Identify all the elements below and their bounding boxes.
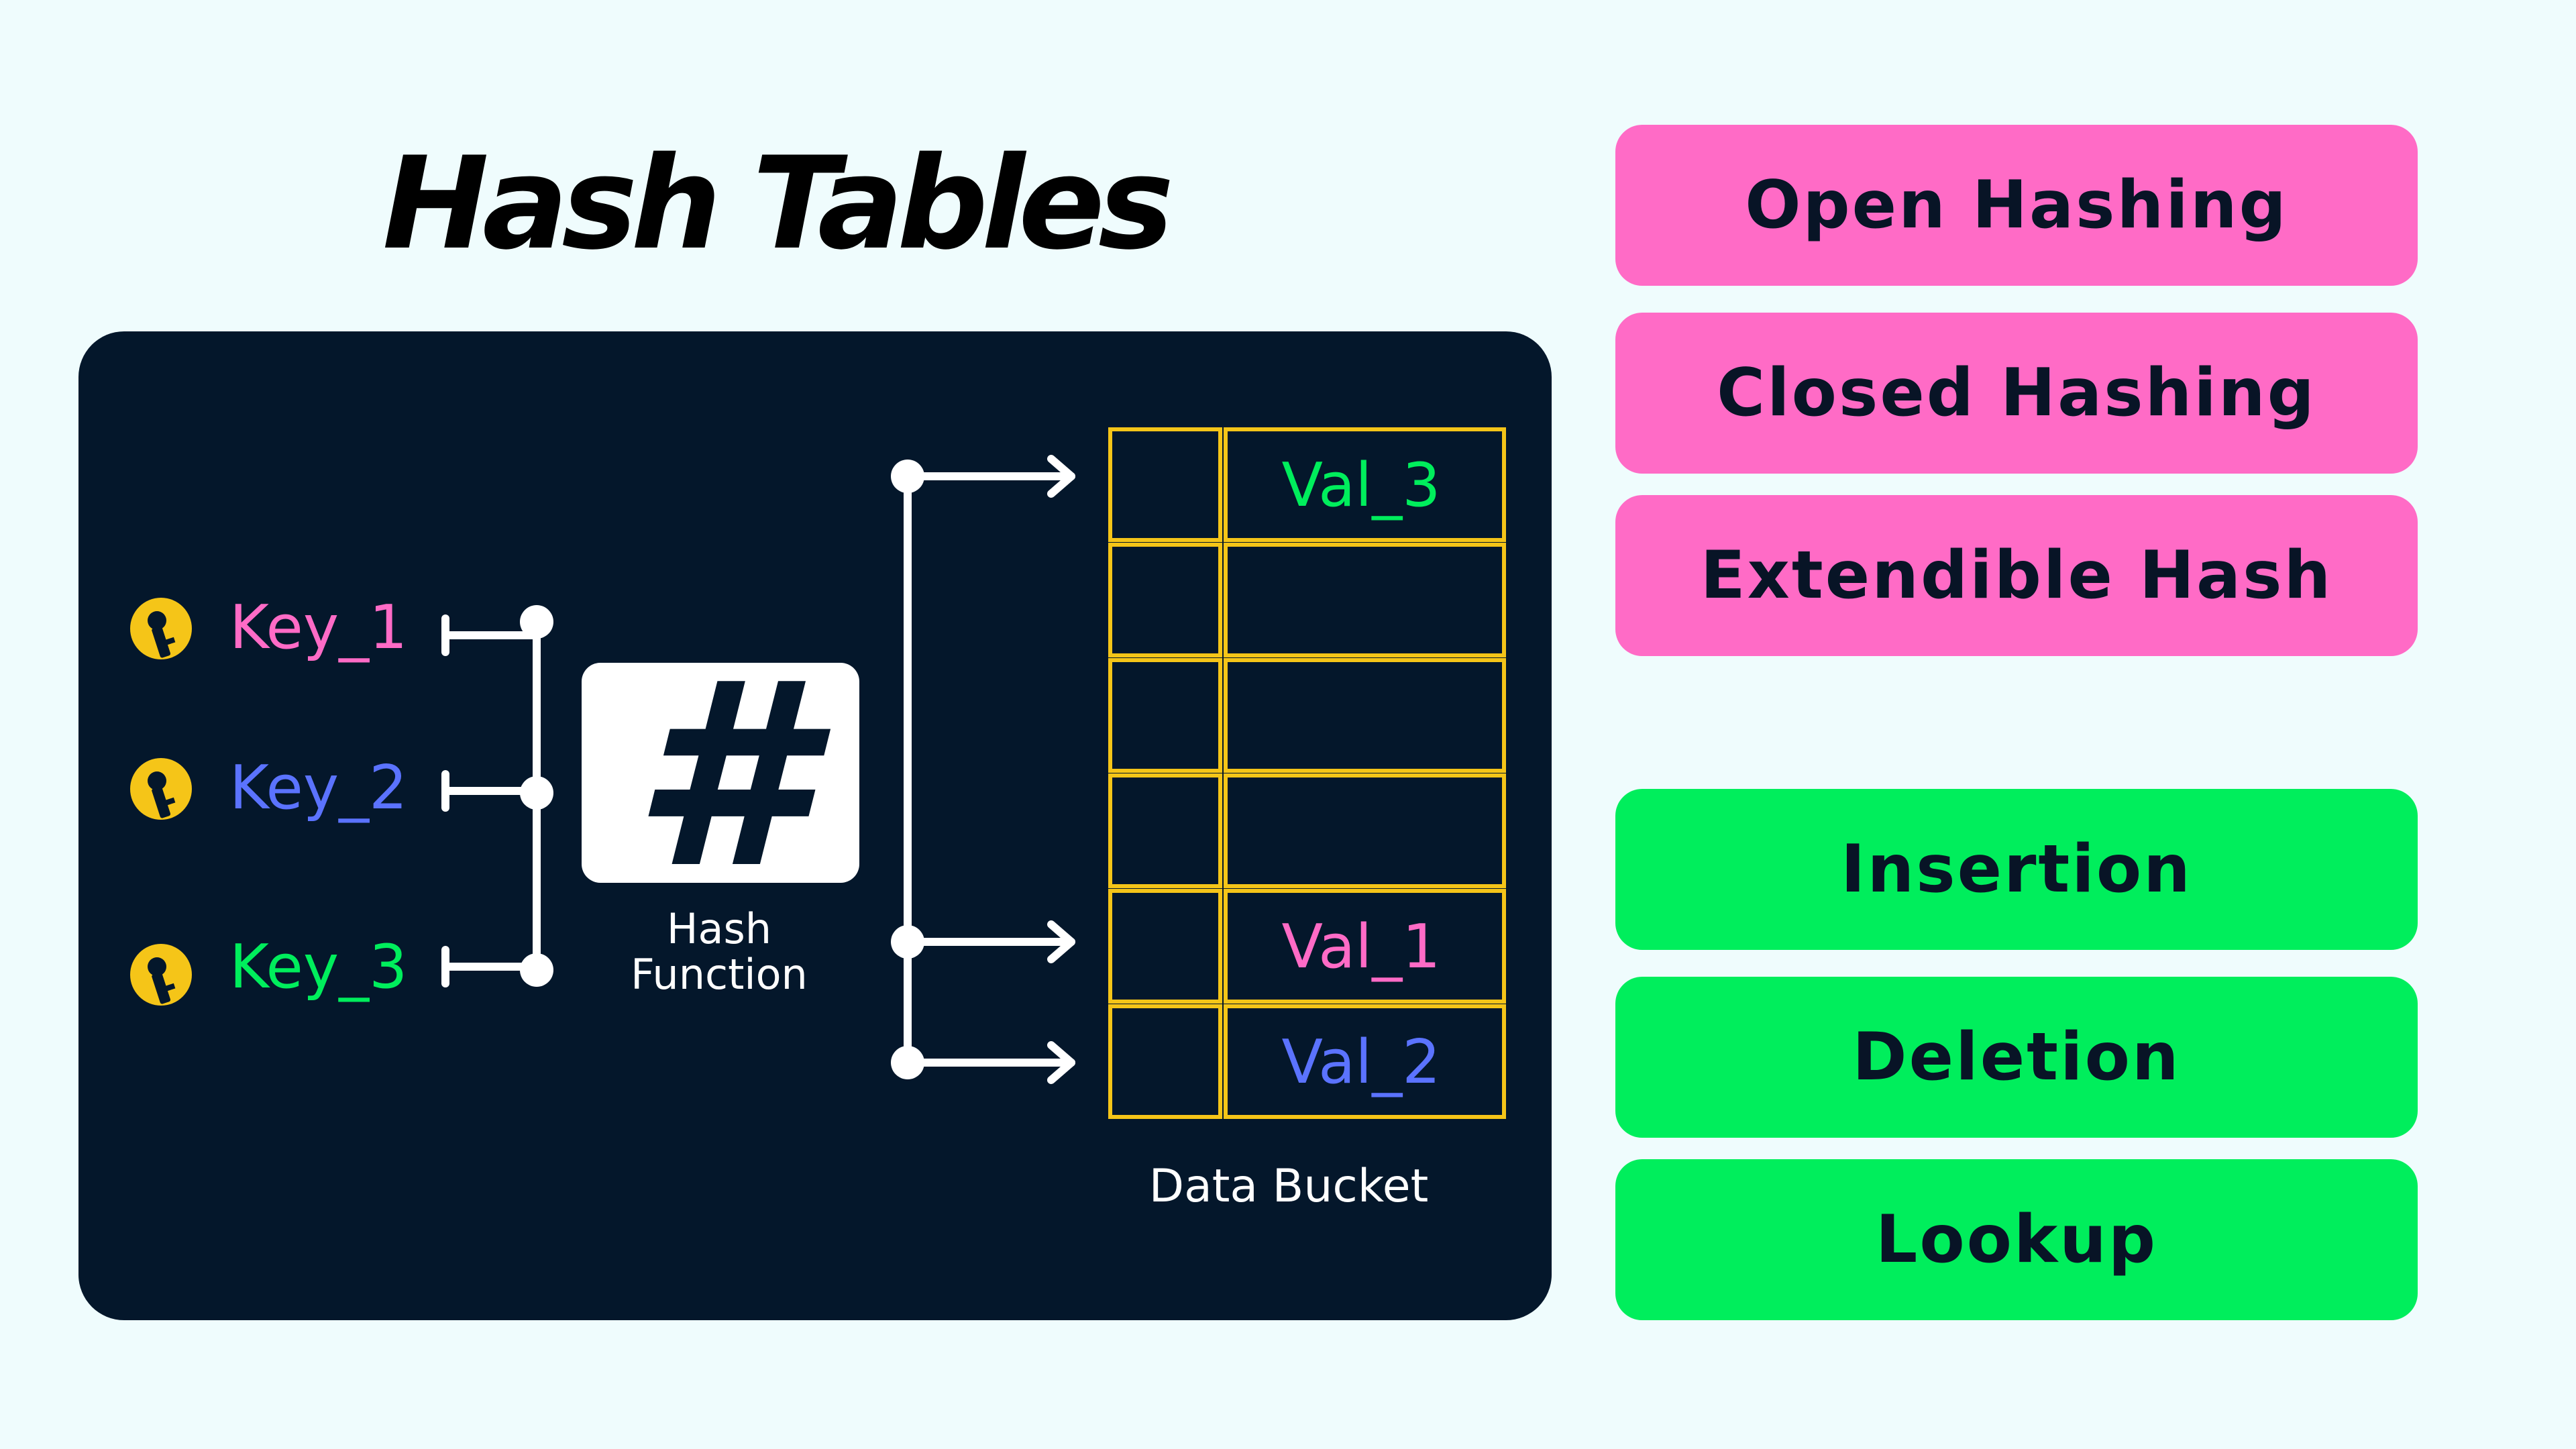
bucket-value-cell [1224,658,1506,773]
bucket-value: Val_2 [1282,1027,1441,1097]
key-1-label: Key_1 [229,592,407,663]
key-2-label: Key_2 [229,753,407,823]
insertion-card: Insertion [1615,789,2418,950]
deletion-label: Deletion [1852,1019,2181,1095]
lookup-label: Lookup [1875,1201,2158,1278]
bucket-value: Val_1 [1282,912,1441,982]
extendible-hash-card: Extendible Hash [1615,495,2418,656]
data-bucket-table [1108,427,1506,1119]
closed-hashing-card: Closed Hashing [1615,313,2418,474]
hash-symbol-icon: # [632,627,831,924]
extendible-hash-label: Extendible Hash [1700,537,2333,614]
bucket-index-cell [1108,773,1222,888]
bucket-index-cell [1108,1004,1222,1119]
bucket-index-cell [1108,658,1222,773]
open-hashing-label: Open Hashing [1745,167,2288,244]
bucket-value-cell [1224,1004,1506,1119]
data-bucket-label: Data Bucket [1149,1160,1429,1213]
key-icon [130,598,192,659]
bucket-index-cell [1108,543,1222,657]
hash-label-line1: Hash [667,904,771,953]
bucket-value-cell [1224,427,1506,542]
bucket-index-cell [1108,889,1222,1004]
key-icon [130,758,192,820]
connector-dots [520,605,553,987]
key-icon [130,944,192,1006]
key-3-label: Key_3 [229,932,407,1002]
hash-label-line2: Function [631,950,808,999]
page-title: Hash Tables [382,129,1174,278]
closed-hashing-label: Closed Hashing [1717,355,2316,431]
hash-function-box [582,663,859,883]
bucket-value-cell [1224,773,1506,888]
bucket-index-cell [1108,427,1222,542]
bucket-value-cell [1224,543,1506,657]
insertion-label: Insertion [1841,831,2192,908]
deletion-card: Deletion [1615,977,2418,1138]
open-hashing-card: Open Hashing [1615,125,2418,286]
output-connectors [904,455,1075,1084]
bucket-value: Val_3 [1282,450,1441,521]
bucket-value-cell [1224,889,1506,1004]
hash-table-diagram: Key_1 Key_2 Key_3 # Hash Function [130,427,1506,1213]
lookup-card: Lookup [1615,1159,2418,1320]
